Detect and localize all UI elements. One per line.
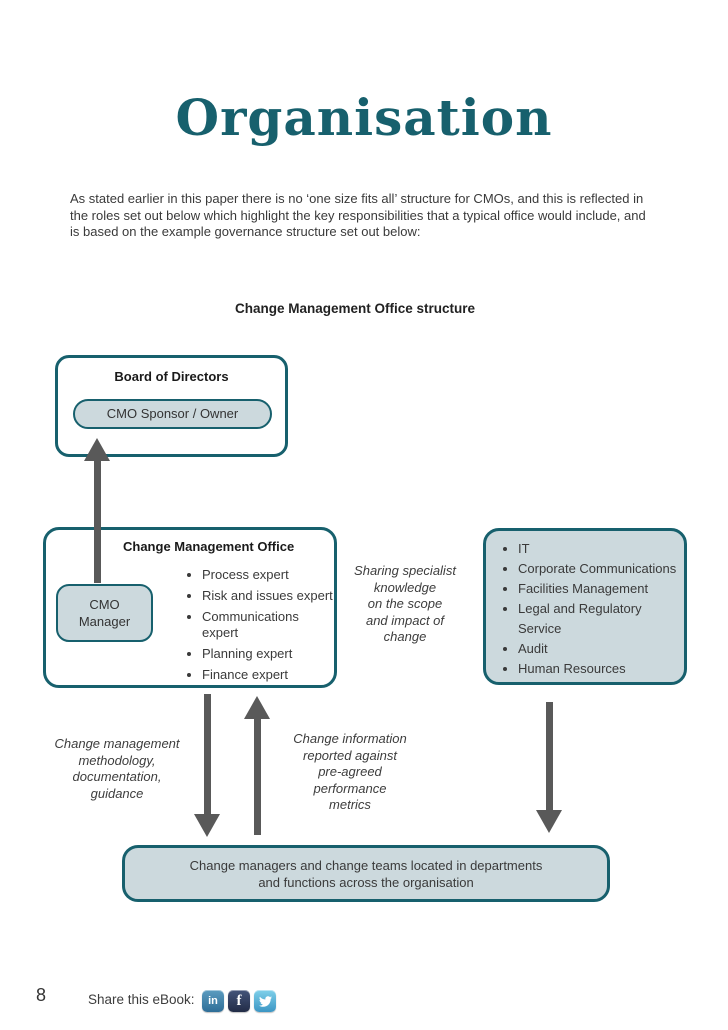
arrow-head-down-icon — [536, 810, 562, 833]
list-item: IT — [518, 539, 680, 559]
departments-list: ITCorporate CommunicationsFacilities Man… — [500, 539, 680, 679]
arrow-shaft — [94, 459, 101, 583]
page-title: Organisation — [175, 88, 553, 147]
list-item: Corporate Communications — [518, 559, 680, 579]
twitter-bird-icon — [258, 995, 272, 1007]
arrow-shaft — [546, 702, 553, 812]
methodology-note: Change management methodology, documenta… — [54, 736, 180, 801]
experts-list: Process expertRisk and issues expertComm… — [184, 567, 336, 688]
change-management-office-box: Change Management Office CMO Manager Pro… — [43, 527, 337, 688]
list-item: Audit — [518, 639, 680, 659]
diagram-title: Change Management Office structure — [234, 301, 476, 316]
departments-box: ITCorporate CommunicationsFacilities Man… — [483, 528, 687, 685]
arrow-head-up-icon — [244, 696, 270, 719]
arrow-shaft — [254, 717, 261, 835]
change-teams-box: Change managers and change teams located… — [122, 845, 610, 902]
list-item: Human Resources — [518, 659, 680, 679]
list-item: Communications expert — [202, 609, 336, 641]
sharing-knowledge-note: Sharing specialist knowledge on the scop… — [354, 563, 456, 644]
cmo-box-title: Change Management Office — [123, 539, 295, 554]
list-item: Process expert — [202, 567, 336, 583]
arrow-head-down-icon — [194, 814, 220, 837]
list-item: Facilities Management — [518, 579, 680, 599]
board-box-title: Board of Directors — [114, 369, 229, 384]
list-item: Finance expert — [202, 667, 336, 683]
linkedin-share-icon[interactable]: in — [202, 990, 224, 1012]
list-item: Legal and Regulatory Service — [518, 599, 680, 639]
list-item: Planning expert — [202, 646, 336, 662]
list-item: Risk and issues expert — [202, 588, 336, 604]
social-share-buttons: in f — [202, 990, 276, 1012]
facebook-share-icon[interactable]: f — [228, 990, 250, 1012]
arrow-shaft — [204, 694, 211, 816]
intro-paragraph: As stated earlier in this paper there is… — [70, 191, 646, 239]
reporting-note: Change information reported against pre-… — [293, 731, 407, 812]
twitter-share-icon[interactable] — [254, 990, 276, 1012]
share-ebook-label: Share this eBook: — [88, 992, 195, 1007]
cmo-sponsor-owner-pill: CMO Sponsor / Owner — [73, 399, 272, 429]
page-number: 8 — [36, 985, 47, 1005]
arrow-head-up-icon — [84, 438, 110, 461]
cmo-manager-pill: CMO Manager — [56, 584, 153, 642]
